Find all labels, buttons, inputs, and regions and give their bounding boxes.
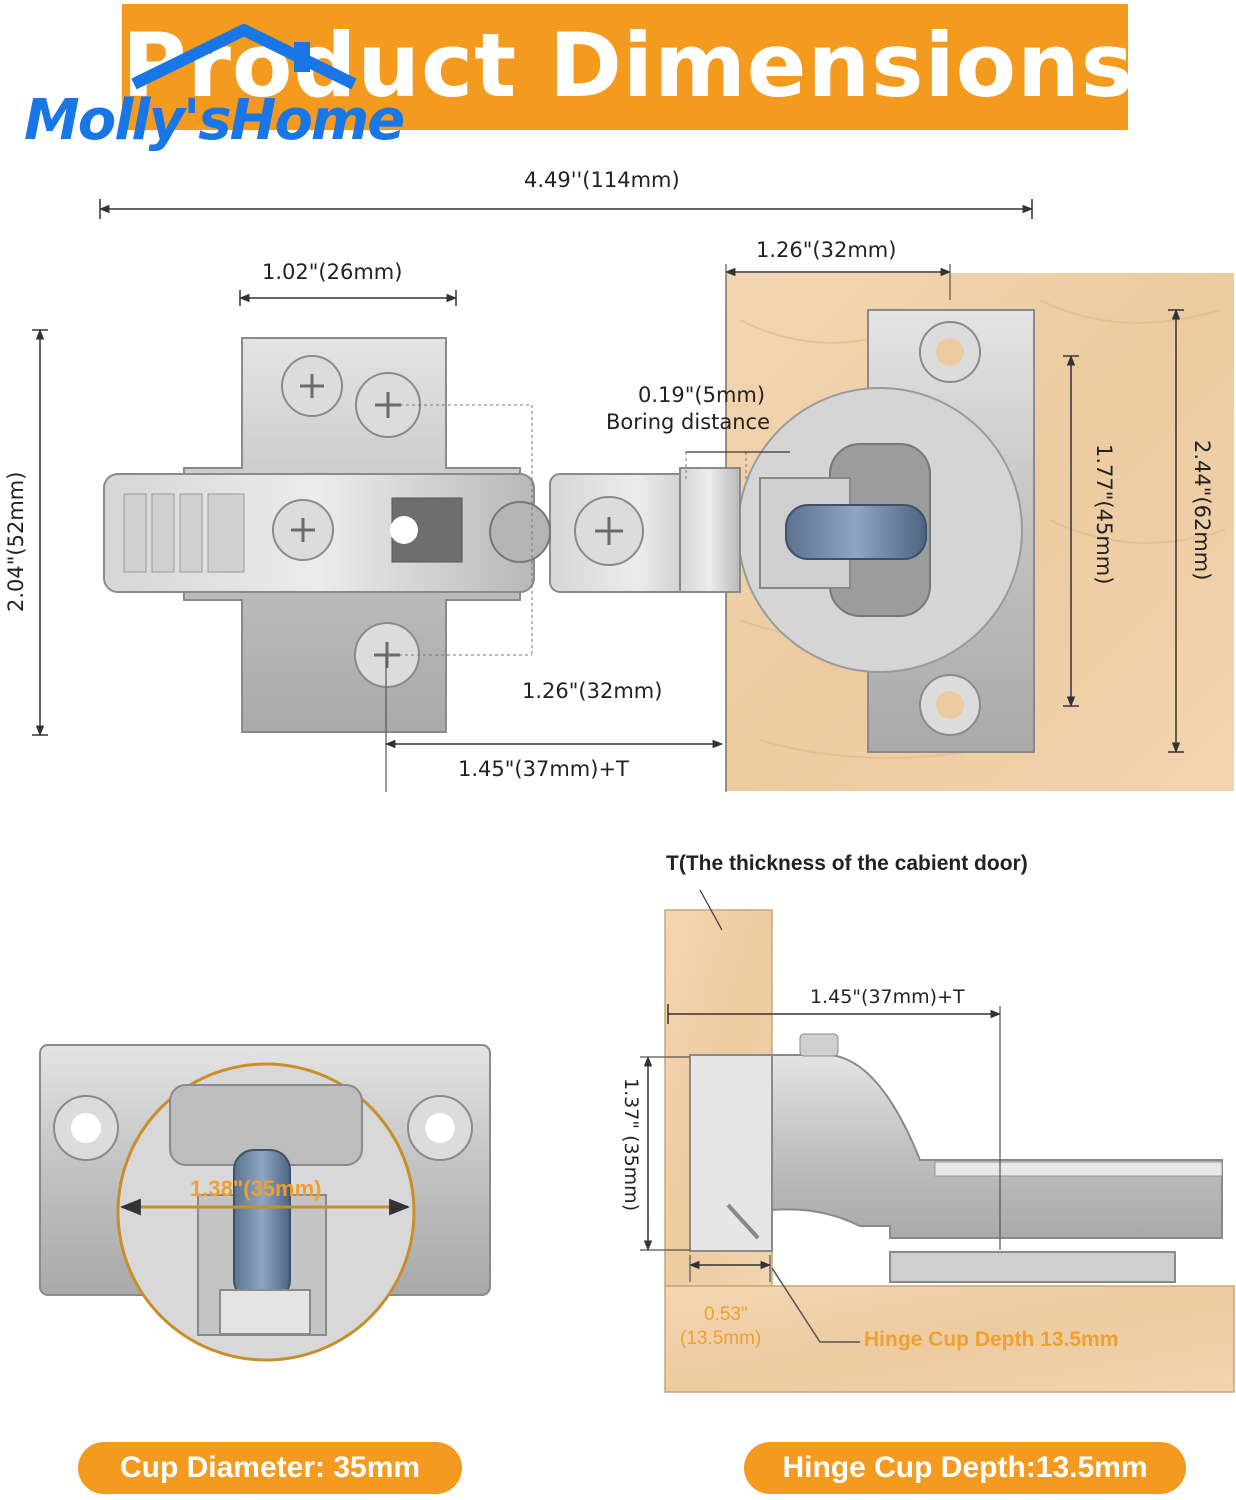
side-offset-label: 1.45"(37mm)+T (810, 986, 965, 1008)
overall-width-label: 4.49''(114mm) (524, 168, 680, 192)
overall-height-label: 2.04"(52mm) (4, 471, 28, 612)
plate-width-label: 1.02"(26mm) (262, 260, 403, 284)
cup-depth-mm: (13.5mm) (680, 1328, 762, 1349)
cup-depth-label: Hinge Cup Depth 13.5mm (864, 1328, 1119, 1351)
cup-diameter-badge: Cup Diameter: 35mm (78, 1442, 462, 1494)
boring-distance-label: Boring distance (606, 410, 771, 434)
cup-plate-height-label: 2.44"(62mm) (1190, 440, 1214, 581)
cup-hole-spacing-label: 1.26"(32mm) (756, 238, 897, 262)
logo-text: Molly'sHome (24, 88, 405, 153)
plate-hole-spacing-label: 1.26"(32mm) (522, 679, 663, 703)
door-thickness-note: T(The thickness of the cabient door) (666, 852, 1028, 875)
brand-logo: Molly'sHome (24, 24, 444, 164)
house-roof-icon (131, 24, 357, 90)
offset-label: 1.45"(37mm)+T (458, 757, 629, 781)
cup-diameter-label: 1.38"(35mm) (190, 1176, 322, 1201)
cup-depth-badge: Hinge Cup Depth:13.5mm (744, 1442, 1186, 1494)
page-title: Product Dimensions (122, 14, 1135, 117)
cup-depth-value: 0.53" (704, 1304, 748, 1325)
cup-plate-hole-spacing-label: 1.77"(45mm) (1092, 444, 1116, 585)
cup-height-label: 1.37" (35mm) (620, 1078, 642, 1212)
title-banner: Product Dimensions (122, 4, 1135, 130)
boring-distance-value: 0.19"(5mm) (638, 383, 766, 407)
